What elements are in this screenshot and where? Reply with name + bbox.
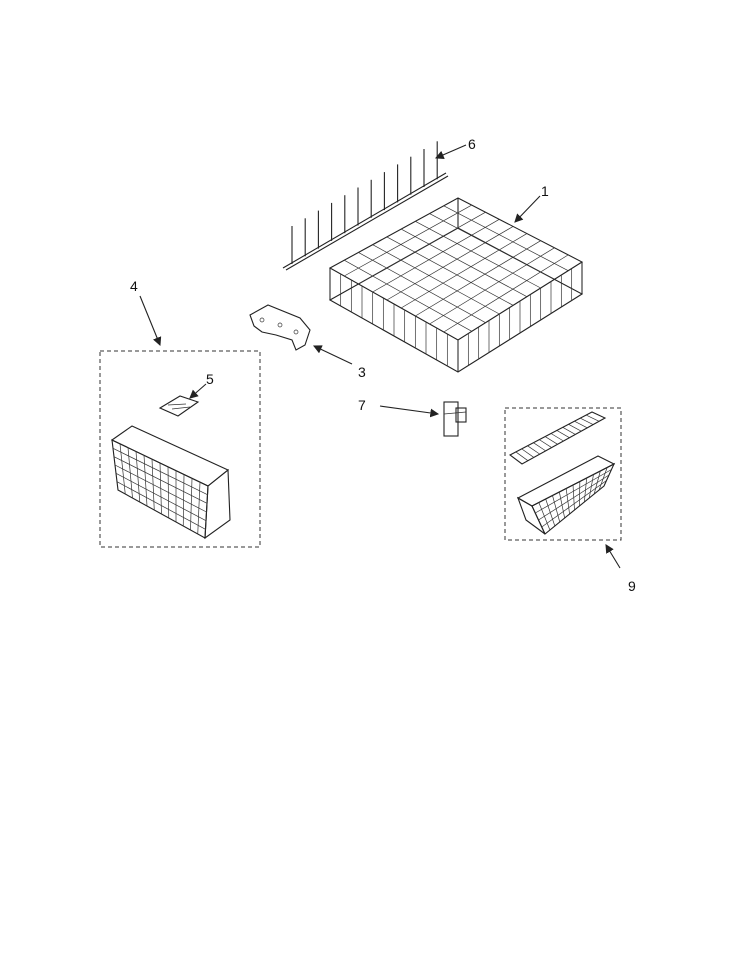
wire xyxy=(515,451,529,461)
rack-stop-part xyxy=(443,401,467,437)
wire xyxy=(400,228,528,297)
silverware-basket-group xyxy=(99,350,261,548)
wire xyxy=(400,233,528,309)
callout-9: 9 xyxy=(628,578,636,594)
callout-4: 4 xyxy=(130,278,138,294)
tine-row-part xyxy=(282,141,449,271)
wire xyxy=(562,427,576,435)
leader-3 xyxy=(313,345,353,365)
wire xyxy=(358,211,486,285)
wire xyxy=(539,439,552,448)
lower-rack-part xyxy=(328,197,584,373)
leader-5 xyxy=(189,383,207,399)
wire xyxy=(550,433,564,442)
wire xyxy=(574,420,588,429)
wire xyxy=(114,464,207,513)
wire xyxy=(429,247,555,325)
leader-4 xyxy=(139,295,162,347)
wire xyxy=(527,445,540,455)
wire xyxy=(344,204,472,277)
wire xyxy=(372,244,500,315)
leader-9 xyxy=(605,544,621,569)
callout-1: 1 xyxy=(541,183,549,199)
wire xyxy=(533,442,546,452)
wire xyxy=(580,417,594,425)
wire xyxy=(116,481,206,530)
callout-3: 3 xyxy=(358,364,366,380)
wire xyxy=(556,430,570,439)
small-basket-group xyxy=(504,407,622,541)
rack-clip-part xyxy=(249,304,311,351)
wire xyxy=(113,456,208,504)
wire xyxy=(544,436,558,445)
wire xyxy=(541,480,607,528)
wire xyxy=(521,448,535,458)
leader-7 xyxy=(379,405,440,418)
wire xyxy=(443,254,569,333)
small-basket-part xyxy=(516,455,616,535)
wire xyxy=(386,226,514,301)
callout-5: 5 xyxy=(206,371,214,387)
callout-7: 7 xyxy=(358,397,366,413)
wire xyxy=(415,221,541,289)
silverware-basket-part xyxy=(110,425,231,540)
wire xyxy=(386,236,514,306)
callout-6: 6 xyxy=(468,136,476,152)
wire xyxy=(585,414,600,422)
wire xyxy=(344,259,472,332)
wire xyxy=(568,423,582,432)
basket-cover-part xyxy=(158,395,200,417)
wire xyxy=(538,474,610,521)
leader-1 xyxy=(514,195,541,223)
wire xyxy=(415,240,541,317)
wire xyxy=(112,448,208,495)
leader-6 xyxy=(434,144,467,159)
wire xyxy=(429,213,555,280)
wire xyxy=(372,219,500,293)
wire xyxy=(443,205,569,271)
wire xyxy=(115,473,207,521)
wire xyxy=(535,469,612,514)
wire xyxy=(358,252,486,323)
basket-lid-part xyxy=(508,411,607,465)
